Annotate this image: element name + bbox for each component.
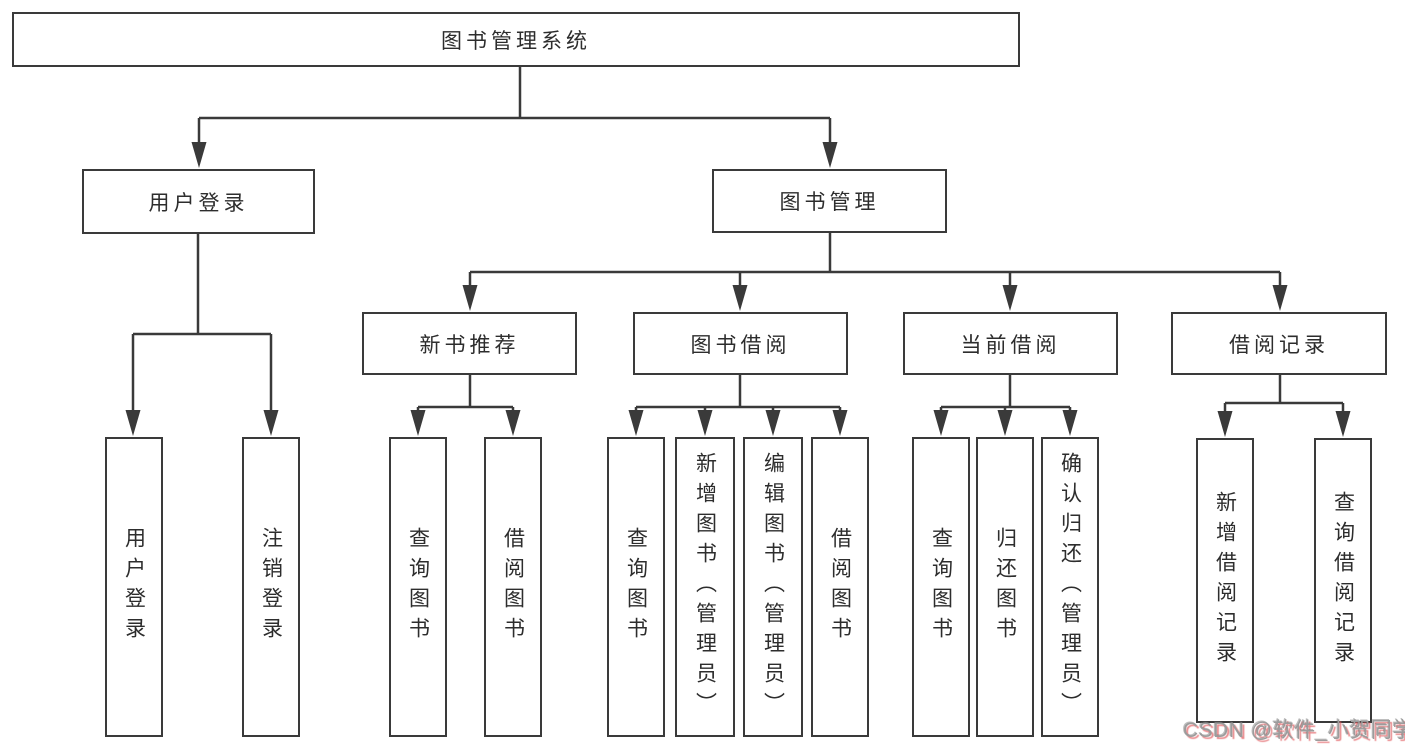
leaf-logout-label: 注销登录 <box>259 527 283 647</box>
leaf-recommend-borrow-book: 借阅图书 <box>484 437 542 737</box>
leaf-current-return-book: 归还图书 <box>976 437 1034 737</box>
node-book-management: 图书管理 <box>712 169 947 233</box>
leaf-borrow-add-book-label: 新增图书（管理员） <box>693 452 717 722</box>
leaf-current-return-book-label: 归还图书 <box>993 527 1017 647</box>
node-root: 图书管理系统 <box>12 12 1020 67</box>
node-book-borrowing: 图书借阅 <box>633 312 848 375</box>
leaf-records-query-record-label: 查询借阅记录 <box>1331 490 1355 671</box>
leaf-borrow-borrow-book-label: 借阅图书 <box>828 527 852 647</box>
leaf-recommend-query-book-label: 查询图书 <box>406 527 430 647</box>
leaf-logout: 注销登录 <box>242 437 300 737</box>
node-borrowing-records: 借阅记录 <box>1171 312 1387 375</box>
leaf-current-confirm-return-label: 确认归还（管理员） <box>1058 452 1082 722</box>
leaf-user-login: 用户登录 <box>105 437 163 737</box>
leaf-records-query-record: 查询借阅记录 <box>1314 438 1372 723</box>
leaf-borrow-query-book: 查询图书 <box>607 437 665 737</box>
leaf-borrow-query-book-label: 查询图书 <box>624 527 648 647</box>
leaf-records-add-record-label: 新增借阅记录 <box>1213 490 1237 671</box>
node-user-login: 用户登录 <box>82 169 315 234</box>
watermark: CSDN @软件_小贺同学 <box>1183 719 1405 742</box>
leaf-borrow-edit-book: 编辑图书（管理员） <box>743 437 803 737</box>
leaf-current-confirm-return: 确认归还（管理员） <box>1041 437 1099 737</box>
leaf-borrow-add-book: 新增图书（管理员） <box>675 437 735 737</box>
leaf-current-query-book-label: 查询图书 <box>929 527 953 647</box>
node-current-borrowing: 当前借阅 <box>903 312 1118 375</box>
leaf-borrow-edit-book-label: 编辑图书（管理员） <box>761 452 785 722</box>
leaf-recommend-borrow-book-label: 借阅图书 <box>501 527 525 647</box>
leaf-recommend-query-book: 查询图书 <box>389 437 447 737</box>
leaf-current-query-book: 查询图书 <box>912 437 970 737</box>
leaf-records-add-record: 新增借阅记录 <box>1196 438 1254 723</box>
leaf-user-login-label: 用户登录 <box>122 527 146 647</box>
leaf-borrow-borrow-book: 借阅图书 <box>811 437 869 737</box>
node-new-book-recommend: 新书推荐 <box>362 312 577 375</box>
